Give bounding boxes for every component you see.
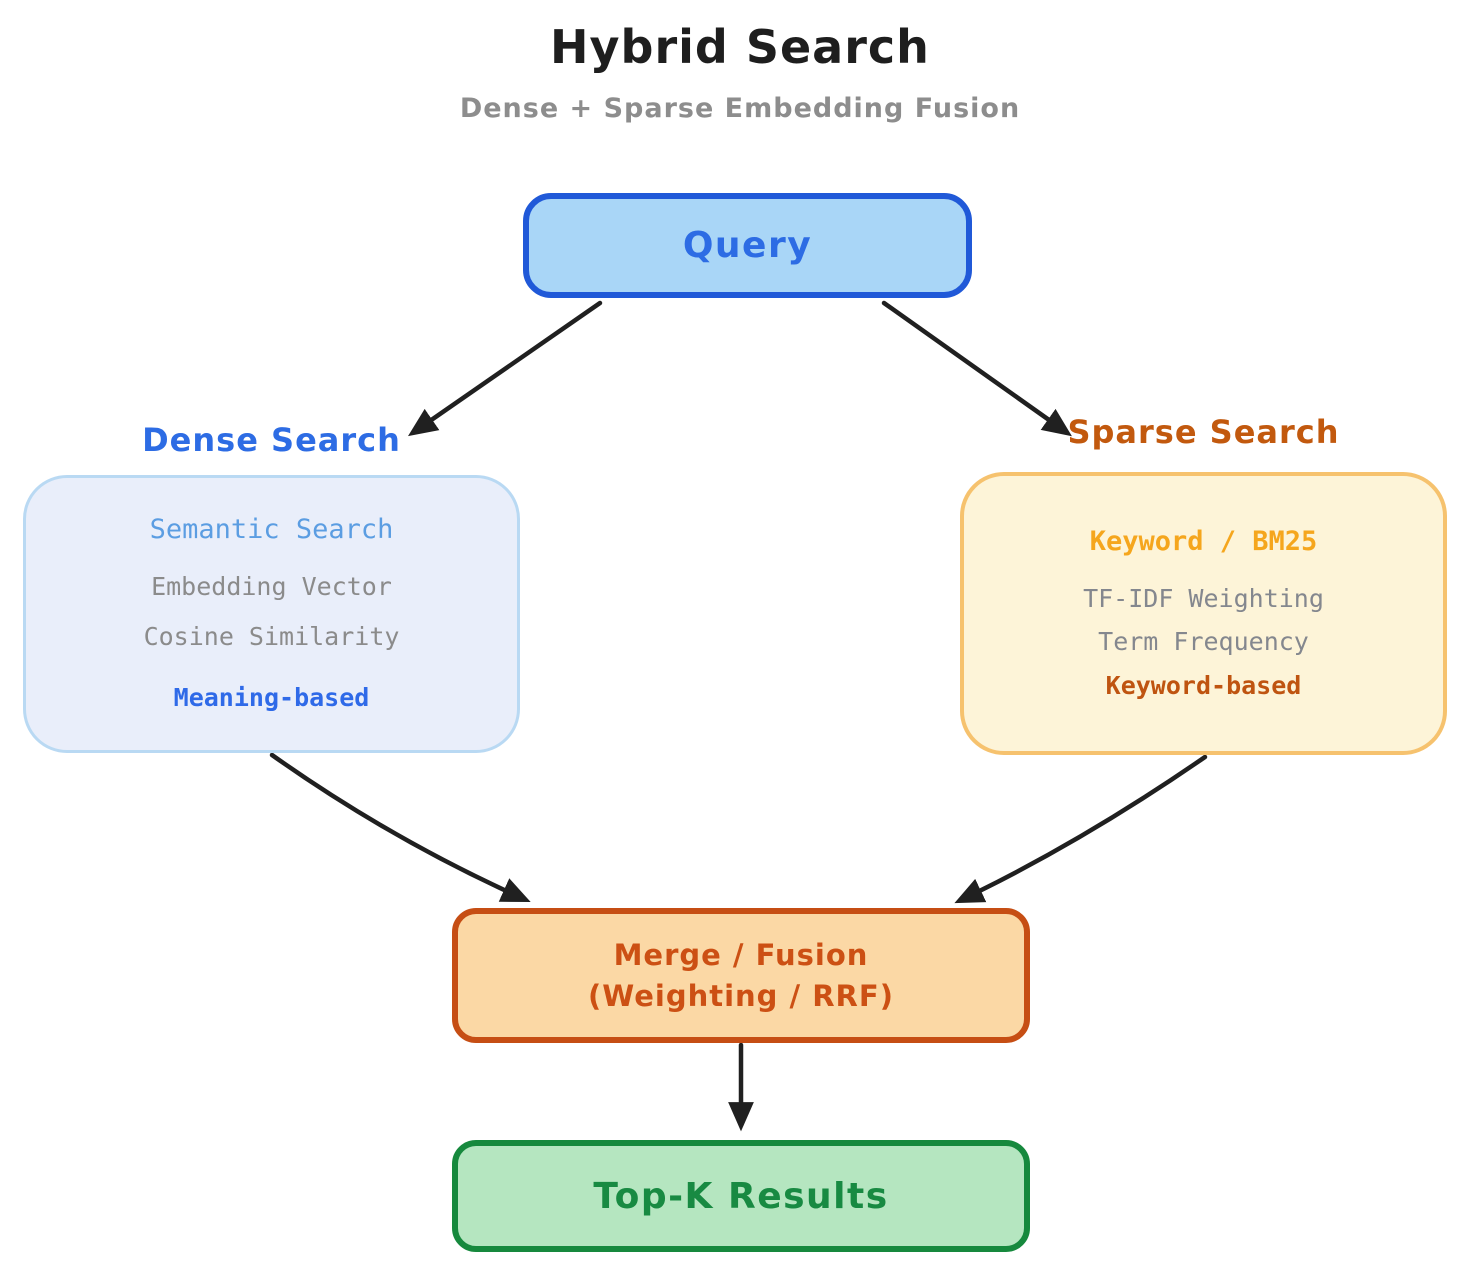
merge-fusion-node: Merge / Fusion (Weighting / RRF) (452, 908, 1030, 1043)
dense-line-embedding-vector: Embedding Vector (151, 572, 392, 601)
sparse-line-keyword-based: Keyword-based (1105, 670, 1302, 700)
sparse-search-heading: Sparse Search (1067, 413, 1340, 451)
sparse-line-keyword-bm25: Keyword / BM25 (1089, 525, 1318, 557)
arrow-dense-to-merge (269, 752, 531, 902)
topk-label: Top-K Results (593, 1175, 889, 1217)
query-label: Query (682, 225, 813, 266)
merge-label-line1: Merge / Fusion (613, 937, 869, 972)
dense-search-panel: Semantic Search Embedding Vector Cosine … (23, 475, 520, 753)
dense-line-cosine-similarity: Cosine Similarity (143, 622, 400, 651)
arrow-sparse-to-merge (954, 754, 1208, 904)
merge-label-line2: (Weighting / RRF) (588, 978, 894, 1013)
query-node: Query (523, 193, 972, 298)
diagram-subtitle: Dense + Sparse Embedding Fusion (459, 93, 1021, 124)
sparse-line-tfidf-weighting: TF-IDF Weighting (1083, 583, 1324, 613)
sparse-line-term-frequency: Term Frequency (1098, 626, 1309, 656)
dense-search-heading: Dense Search (142, 421, 401, 459)
dense-line-meaning-based: Meaning-based (173, 683, 370, 712)
sparse-search-panel: Keyword / BM25 TF-IDF Weighting Term Fre… (960, 472, 1447, 755)
diagram-title: Hybrid Search (550, 20, 930, 74)
topk-results-node: Top-K Results (452, 1140, 1030, 1252)
arrow-query-to-dense (407, 300, 603, 437)
dense-line-semantic-search: Semantic Search (149, 514, 394, 545)
arrow-query-to-sparse (881, 300, 1072, 437)
